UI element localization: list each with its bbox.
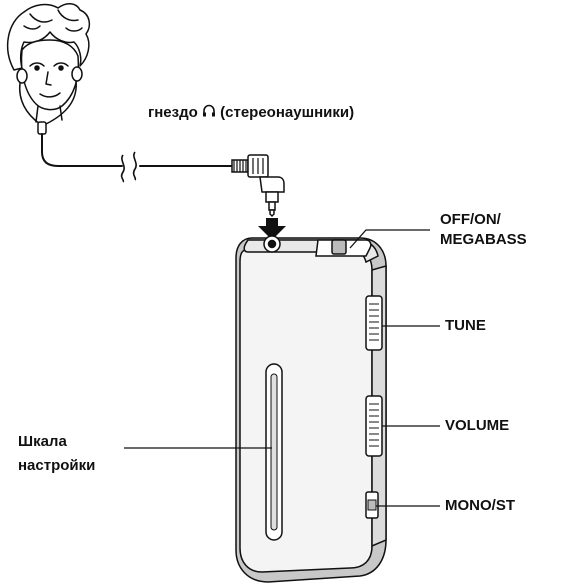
power-switch-knob[interactable]	[331, 239, 347, 255]
power-label: OFF/ON/ MEGABASS	[440, 210, 527, 250]
earphone-wire-left	[18, 82, 41, 125]
earphone-wire-right	[45, 80, 77, 125]
scale-label: Шкала настройки	[18, 430, 95, 478]
device-front	[239, 249, 373, 573]
jack-label: гнездо (стереонаушники)	[148, 103, 354, 123]
listener-eye-right	[58, 65, 64, 71]
jack-label-suffix: (стереонаушники)	[220, 104, 355, 121]
tune-label: TUNE	[445, 317, 486, 334]
leader-lines	[124, 229, 440, 507]
headphone-plug	[231, 154, 285, 218]
scale-label-line1: Шкала	[18, 433, 67, 450]
scale-label-line2: настройки	[18, 457, 96, 474]
cable-splitter	[37, 121, 47, 135]
left-earbud	[16, 68, 28, 84]
listener-eyes	[29, 62, 69, 67]
power-label-line1: OFF/ON/	[440, 211, 501, 228]
listener-hair-strands	[23, 9, 83, 32]
jack-label-prefix: гнездо	[148, 104, 198, 121]
leader-power	[349, 229, 430, 249]
listener-mouth	[39, 92, 61, 98]
mono-st-label: MONO/ST	[445, 497, 515, 514]
volume-wheel[interactable]	[365, 395, 383, 457]
volume-label: VOLUME	[445, 417, 510, 434]
listener-illustration	[6, 3, 91, 125]
radio-device	[235, 235, 387, 583]
listener-neck	[35, 105, 63, 123]
cable-break-mark	[120, 151, 137, 183]
earphone-cable	[41, 133, 233, 167]
listener-eye-left	[34, 65, 40, 71]
listener-face	[20, 39, 80, 111]
right-earbud	[71, 66, 83, 82]
insert-arrow	[258, 218, 286, 240]
power-label-line2: MEGABASS	[440, 231, 527, 248]
listener-nose	[45, 71, 52, 86]
headphones-icon	[202, 104, 215, 117]
